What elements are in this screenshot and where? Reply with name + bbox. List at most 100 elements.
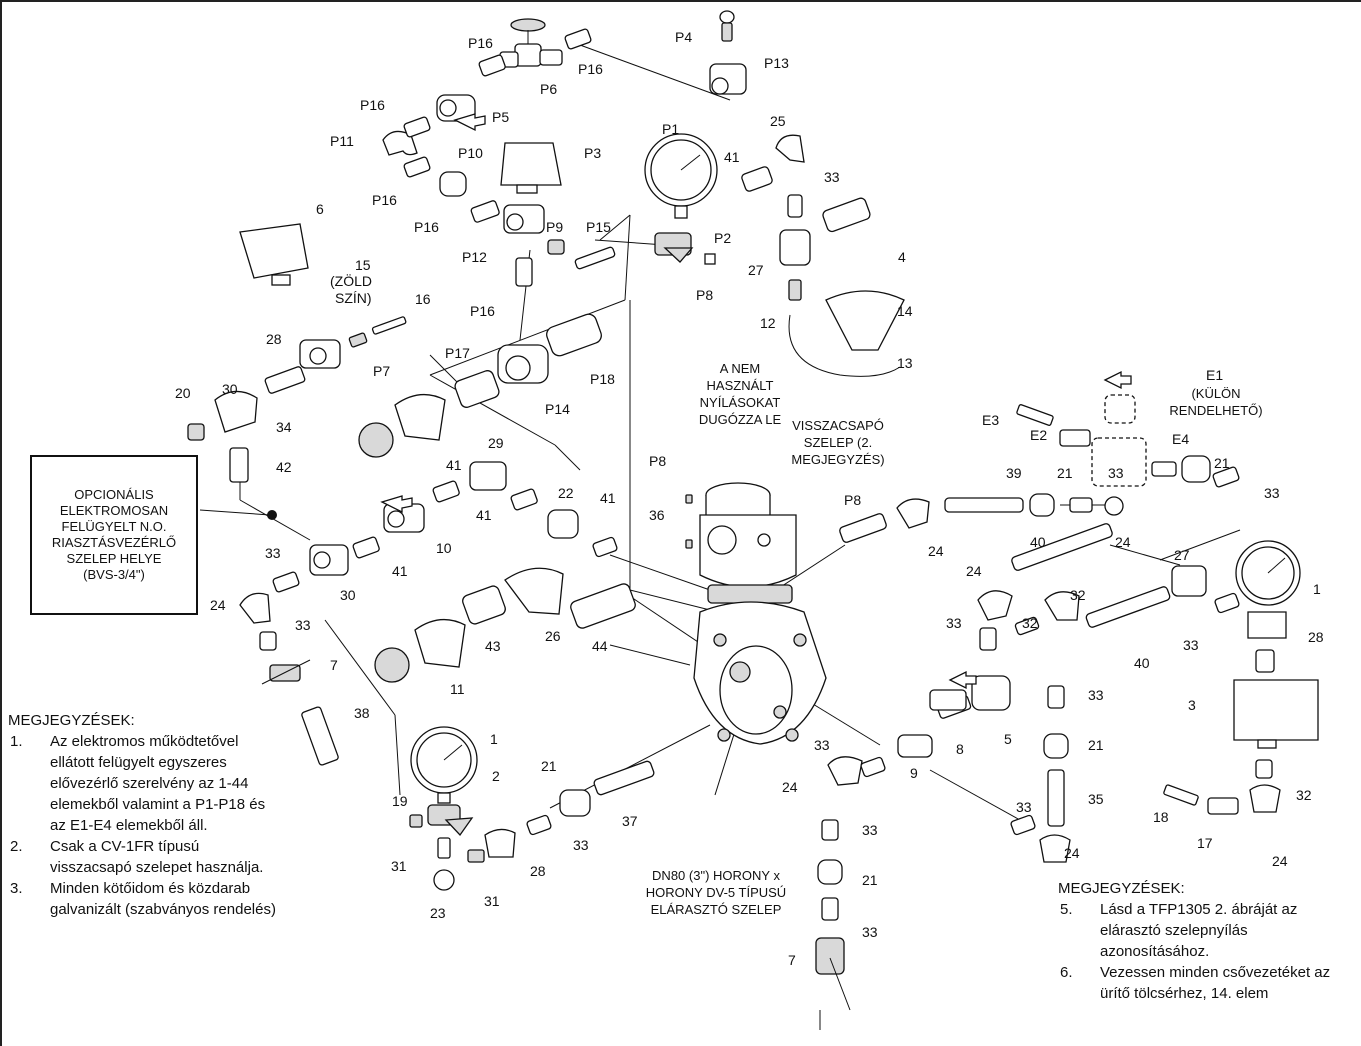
part-label: 44 xyxy=(592,638,608,654)
part-label: P2 xyxy=(714,230,731,246)
part-label: 23 xyxy=(430,905,446,921)
callouts: (ZÖLD SZÍN) A NEM HASZNÁLT NYÍLÁSOKAT DU… xyxy=(330,272,1263,917)
part-label: 1 xyxy=(1313,581,1321,597)
color-note: SZÍN) xyxy=(335,290,372,306)
note-item: 6. Vezessen minden csővezetéket az ürítő… xyxy=(1058,962,1358,1004)
middle-left-cluster xyxy=(187,223,636,766)
part-label: E4 xyxy=(1172,431,1189,447)
optional-valve-line: OPCIONÁLIS xyxy=(74,487,154,502)
note-text: Az elektromos működtetővel ellátott felü… xyxy=(50,733,266,834)
part-label: 24 xyxy=(1115,534,1131,550)
part-label: 24 xyxy=(210,597,226,613)
part-label: 33 xyxy=(573,837,589,853)
part-label: 31 xyxy=(484,893,500,909)
piping-lines xyxy=(199,44,1241,1030)
part-label: 30 xyxy=(222,381,238,397)
part-label: 7 xyxy=(788,952,796,968)
part-label: E3 xyxy=(982,412,999,428)
part-label: 29 xyxy=(488,435,504,451)
part-label: P15 xyxy=(586,219,611,235)
part-label: P7 xyxy=(373,363,390,379)
part-label: P6 xyxy=(540,81,557,97)
part-label: 21 xyxy=(862,872,878,888)
part-label: 14 xyxy=(897,303,913,319)
part-label: 1 xyxy=(490,731,498,747)
part-label: 22 xyxy=(558,485,574,501)
part-label: 37 xyxy=(622,813,638,829)
optional-valve-box: OPCIONÁLIS ELEKTROMOSAN FELÜGYELT N.O. R… xyxy=(30,455,198,615)
part-label: 27 xyxy=(748,262,764,278)
part-label: 43 xyxy=(485,638,501,654)
part-label: P8 xyxy=(696,287,713,303)
part-label: P18 xyxy=(590,371,615,387)
note-number: 5. xyxy=(1060,901,1073,918)
part-label: 30 xyxy=(340,587,356,603)
optional-valve-line: RIASZTÁSVEZÉRLŐ xyxy=(51,535,177,550)
part-label: P16 xyxy=(360,97,385,113)
optional-valve-line: ELEKTROMOSAN xyxy=(59,503,169,518)
part-label: P17 xyxy=(445,345,470,361)
separate-order-note: RENDELHETŐ) xyxy=(1169,403,1262,418)
part-label: P16 xyxy=(470,303,495,319)
check-valve-note: MEGJEGYZÉS) xyxy=(791,452,884,467)
part-label: 24 xyxy=(966,563,982,579)
part-label: P12 xyxy=(462,249,487,265)
notes-title: MEGJEGYZÉSEK: xyxy=(8,712,135,729)
part-label: 33 xyxy=(1108,465,1124,481)
part-label: P1 xyxy=(662,121,679,137)
part-label: 13 xyxy=(897,355,913,371)
part-label: 24 xyxy=(1064,845,1080,861)
part-label: 33 xyxy=(1264,485,1280,501)
part-label: 20 xyxy=(175,385,191,401)
part-label: P16 xyxy=(578,61,603,77)
part-label: 21 xyxy=(1214,455,1230,471)
right-cluster xyxy=(815,370,1319,1011)
part-label: P16 xyxy=(372,192,397,208)
part-label: 39 xyxy=(1006,465,1022,481)
part-label: 41 xyxy=(600,490,616,506)
top-valve-cluster xyxy=(382,10,905,377)
part-label: P4 xyxy=(675,29,692,45)
part-label: 33 xyxy=(1016,799,1032,815)
deluge-valve-caption: HORONY DV-5 TÍPUSÚ xyxy=(646,885,786,900)
part-label: 17 xyxy=(1197,835,1213,851)
part-label: 24 xyxy=(782,779,798,795)
part-label: 21 xyxy=(541,758,557,774)
part-label: 21 xyxy=(1057,465,1073,481)
part-label: 32 xyxy=(1296,787,1312,803)
part-label: 41 xyxy=(476,507,492,523)
part-label: 33 xyxy=(1088,687,1104,703)
part-label: 3 xyxy=(1188,697,1196,713)
note-number: 3. xyxy=(10,880,23,897)
note-item: 1. Az elektromos működtetővel ellátott f… xyxy=(8,731,278,836)
frame-border-left xyxy=(0,0,2,1046)
deluge-valve-caption: ELÁRASZTÓ SZELEP xyxy=(651,902,782,917)
part-label: 33 xyxy=(265,545,281,561)
part-label: 26 xyxy=(545,628,561,644)
part-label: 6 xyxy=(316,201,324,217)
note-item: 3. Minden kötőidom és közdarab galvanizá… xyxy=(8,878,278,920)
part-label: P5 xyxy=(492,109,509,125)
part-label: 28 xyxy=(530,863,546,879)
part-label: P10 xyxy=(458,145,483,161)
part-labels: P16 P6 P16 P4 P13 P16 P5 P11 P10 P3 P16 … xyxy=(175,29,1324,968)
separate-order-note: (KÜLÖN xyxy=(1191,386,1240,401)
part-label: P14 xyxy=(545,401,570,417)
part-label: 24 xyxy=(928,543,944,559)
part-label: P8 xyxy=(844,492,861,508)
part-label: 11 xyxy=(450,681,465,697)
part-label: 19 xyxy=(392,793,408,809)
part-label: 16 xyxy=(415,291,431,307)
notes-title: MEGJEGYZÉSEK: xyxy=(1058,880,1185,897)
plug-unused-note: NYÍLÁSOKAT xyxy=(700,395,781,410)
part-label: 2 xyxy=(492,768,500,784)
note-text: Csak a CV-1FR típusú visszacsapó szelepe… xyxy=(50,838,264,876)
note-number: 6. xyxy=(1060,964,1073,981)
part-label: P8 xyxy=(649,453,666,469)
part-label: 41 xyxy=(392,563,408,579)
note-number: 1. xyxy=(10,733,23,750)
part-label: 18 xyxy=(1153,809,1169,825)
part-label: P16 xyxy=(468,35,493,51)
part-label: 33 xyxy=(946,615,962,631)
